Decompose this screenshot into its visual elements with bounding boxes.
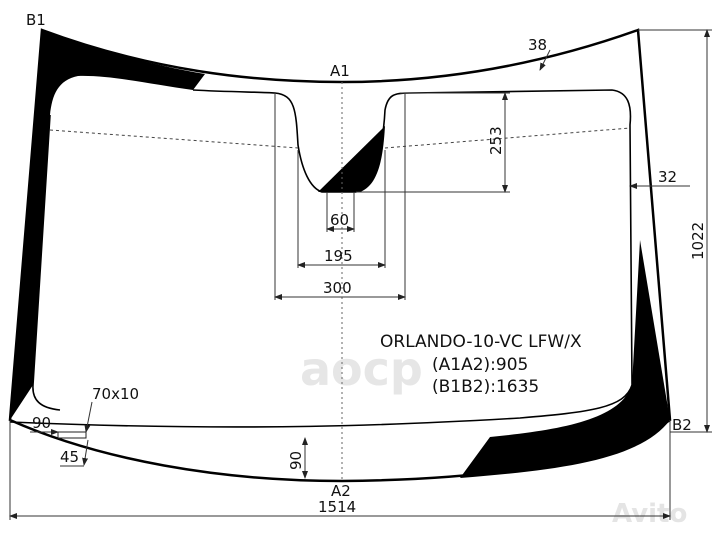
dim-vin-window: 70x10	[92, 385, 139, 403]
notch-band	[318, 126, 385, 192]
dim-notch-mid: 195	[324, 247, 353, 265]
model-code: ORLANDO-10-VC LFW/X	[380, 332, 582, 352]
dim-vin-offset: 45	[60, 448, 79, 466]
dim-top-band: 38	[528, 36, 547, 54]
b1b2-dimension: (B1B2):1635	[432, 377, 539, 397]
dim-side-band: 32	[658, 168, 677, 186]
vin-window	[57, 431, 87, 439]
point-b1-label: B1	[26, 11, 46, 29]
dim-notch-top: 300	[323, 279, 352, 297]
point-a1-label: A1	[330, 62, 350, 80]
watermark-center: aocp	[300, 342, 423, 396]
dim-notch-bottom: 60	[330, 211, 349, 229]
sunband-line	[49, 129, 299, 149]
dim-bottom-band: 90	[287, 451, 305, 470]
top-left-band	[10, 30, 205, 420]
point-b2-label: B2	[672, 416, 692, 434]
dim-height: 1022	[689, 222, 707, 260]
a1a2-dimension: (A1A2):905	[432, 355, 528, 375]
dim-notch-depth: 253	[487, 126, 505, 155]
sunband-line	[384, 127, 631, 149]
dim-width: 1514	[318, 498, 356, 516]
point-a2-label: A2	[331, 482, 351, 500]
watermark-corner: Avito	[612, 499, 687, 529]
right-band	[460, 240, 670, 478]
dim-bottom-left-offset: 90	[32, 414, 51, 432]
